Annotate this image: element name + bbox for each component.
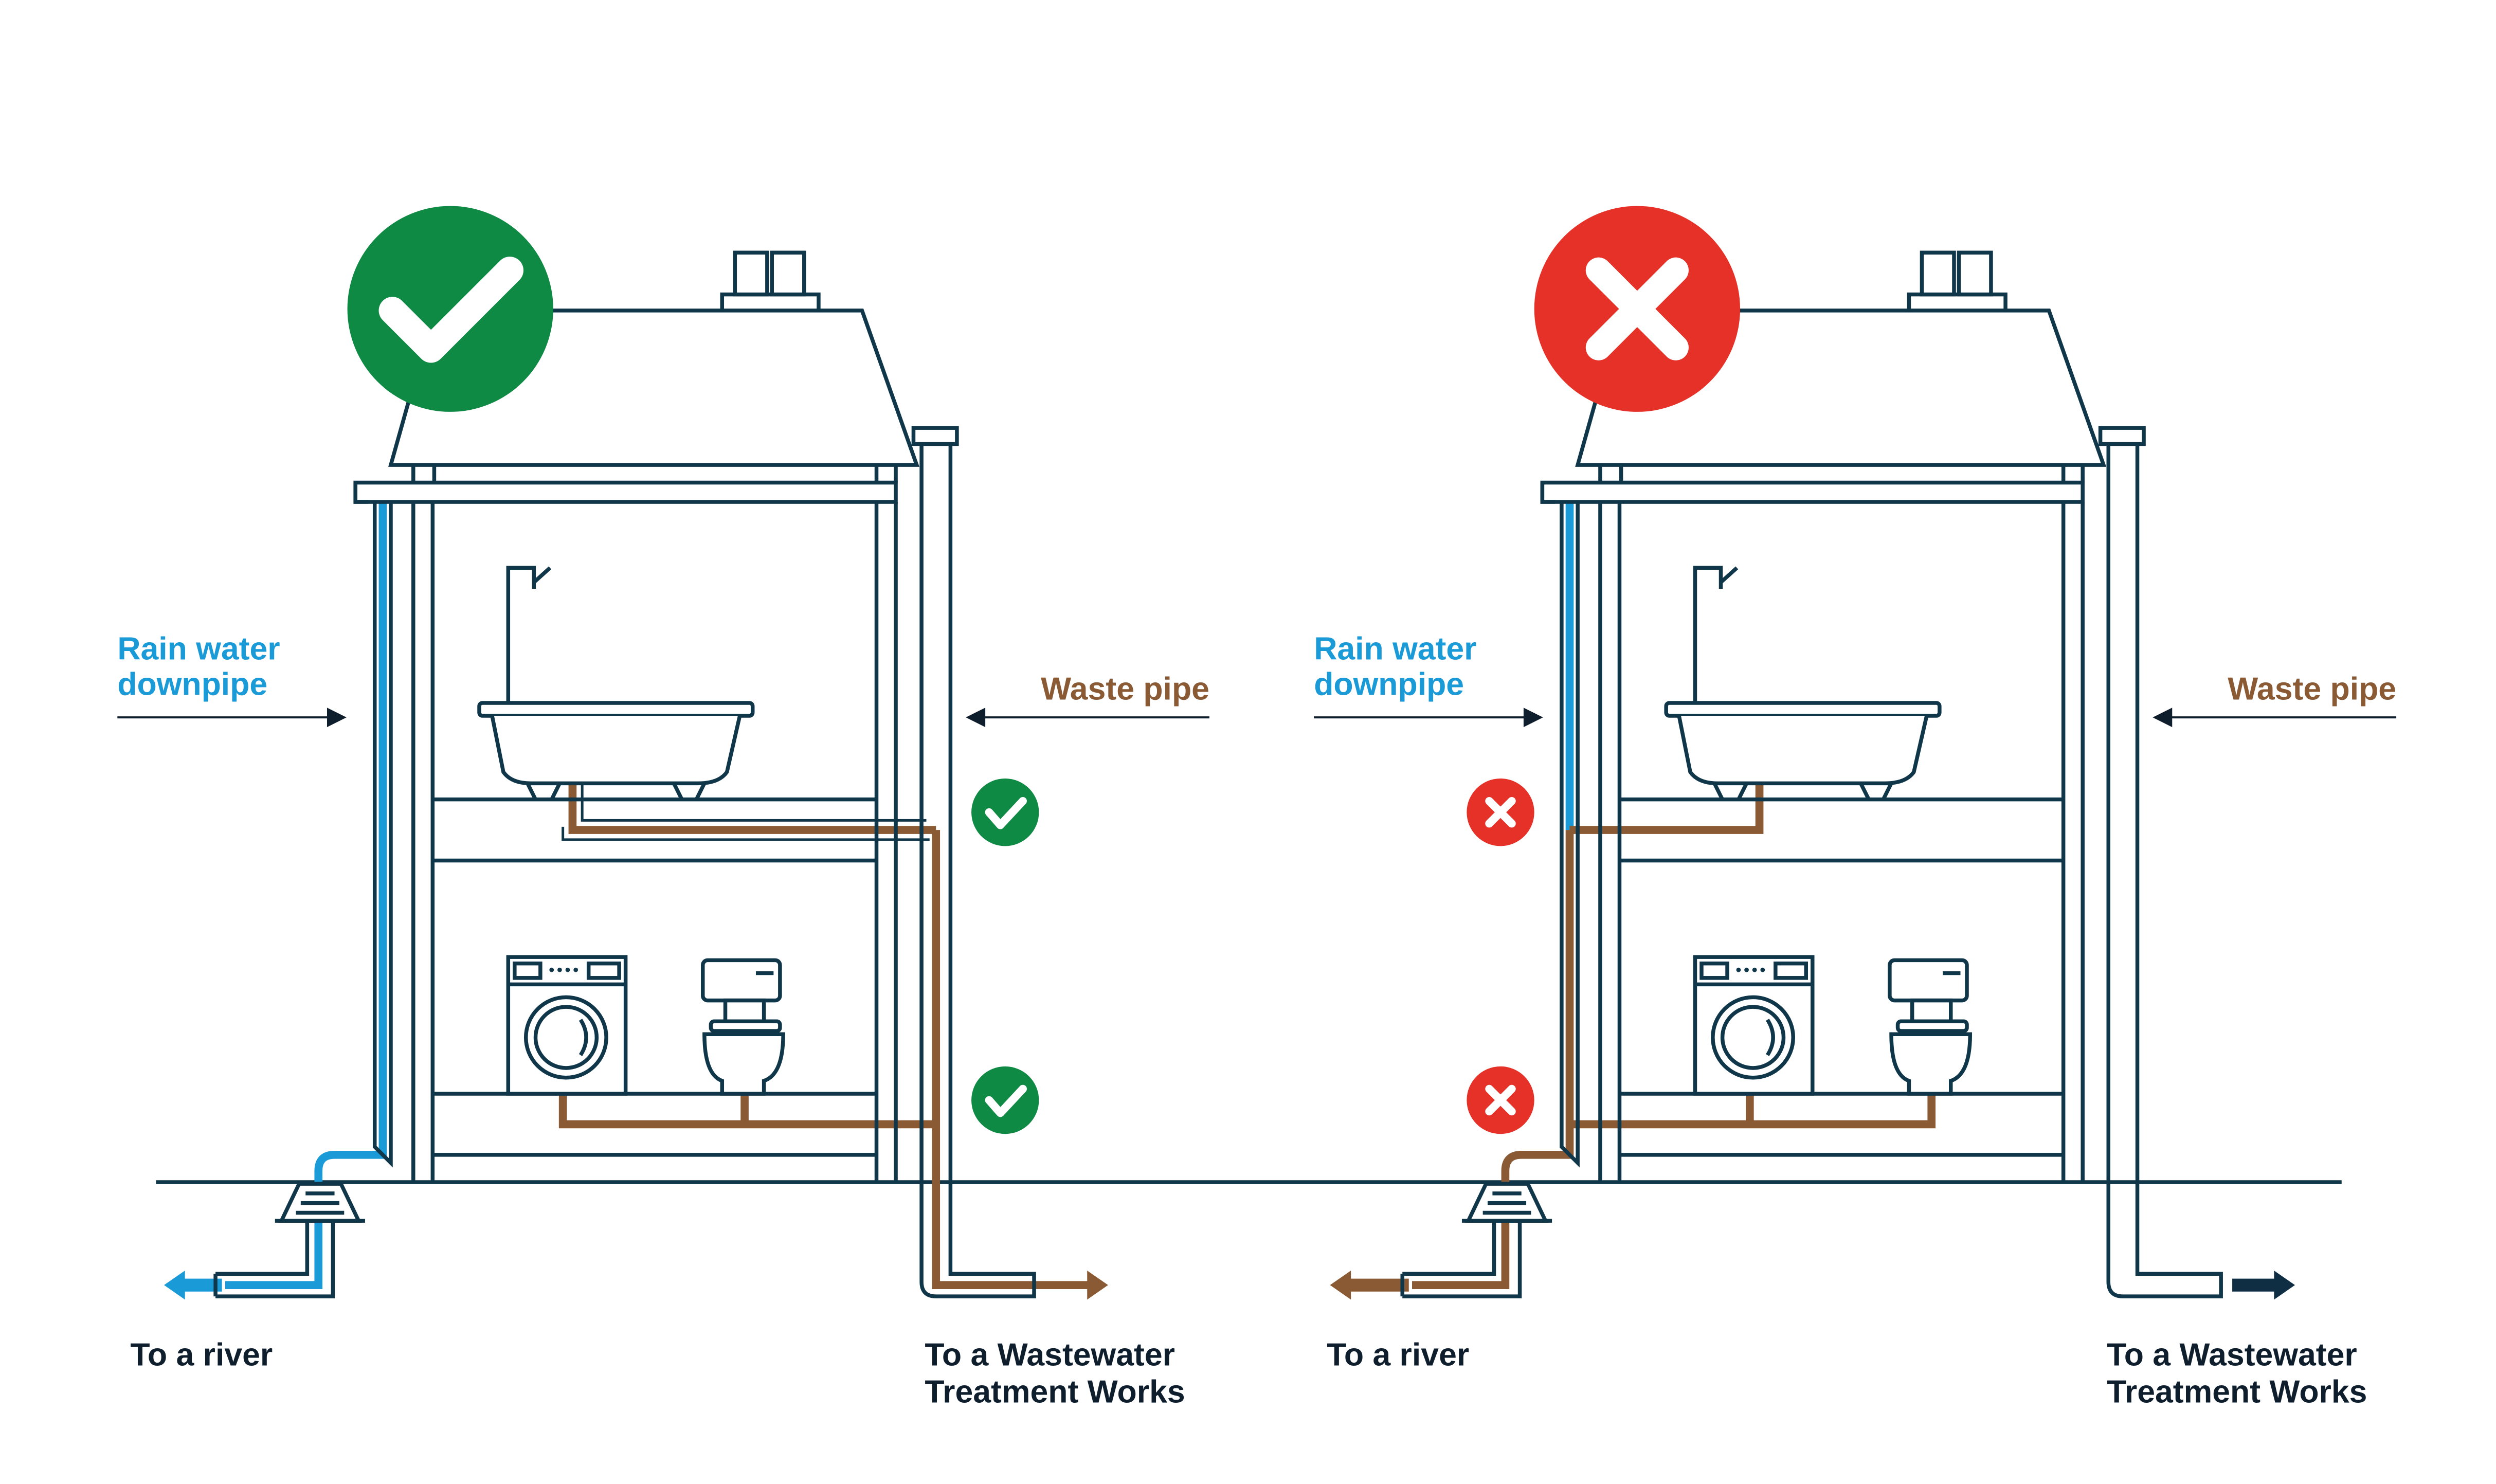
waste-label: Waste pipe — [1041, 671, 1209, 707]
rain-label-line1: Rain water — [117, 631, 280, 667]
river-arrow-head-wrong — [1330, 1271, 1351, 1300]
rain-label-arrow — [117, 710, 344, 726]
status-incorrect-cross-icon — [1534, 206, 1740, 412]
left-panel-correct: Rain water downpipe Waste pipe To a rive… — [117, 206, 1209, 1409]
rain-label-line1-right: Rain water — [1314, 631, 1476, 667]
river-arrow-head — [164, 1271, 185, 1300]
connection-wrong-lower-cross-icon — [1467, 1066, 1534, 1134]
rain-label-arrow-right-panel — [1314, 710, 1541, 726]
waste-label-arrow-right-panel — [2155, 710, 2396, 726]
wwtw-label-line2-right: Treatment Works — [2107, 1373, 2367, 1409]
waste-label-arrow — [968, 710, 1209, 726]
wwtw-label-line1-right: To a Wastewater — [2107, 1337, 2357, 1373]
rain-label-line2-right: downpipe — [1314, 666, 1464, 702]
rain-water-route — [225, 488, 894, 1290]
right-panel-incorrect: Rain water downpipe Waste pipe To a rive… — [1314, 206, 2396, 1409]
wwtw-arrow-head-wrong — [2274, 1271, 2295, 1300]
rain-label-line2: downpipe — [117, 666, 267, 702]
wwtw-label-line1: To a Wastewater — [925, 1337, 1175, 1373]
wwtw-arrow-head — [1087, 1271, 1108, 1300]
connection-ok-lower-check-icon — [971, 1066, 1039, 1134]
wwtw-label-line2: Treatment Works — [925, 1373, 1185, 1409]
connection-ok-upper-check-icon — [971, 779, 1039, 846]
status-correct-check-icon — [348, 206, 553, 412]
waste-label-right: Waste pipe — [2228, 671, 2396, 707]
connection-wrong-upper-cross-icon — [1467, 779, 1534, 846]
river-label: To a river — [130, 1337, 273, 1373]
river-label-right: To a river — [1327, 1337, 1469, 1373]
